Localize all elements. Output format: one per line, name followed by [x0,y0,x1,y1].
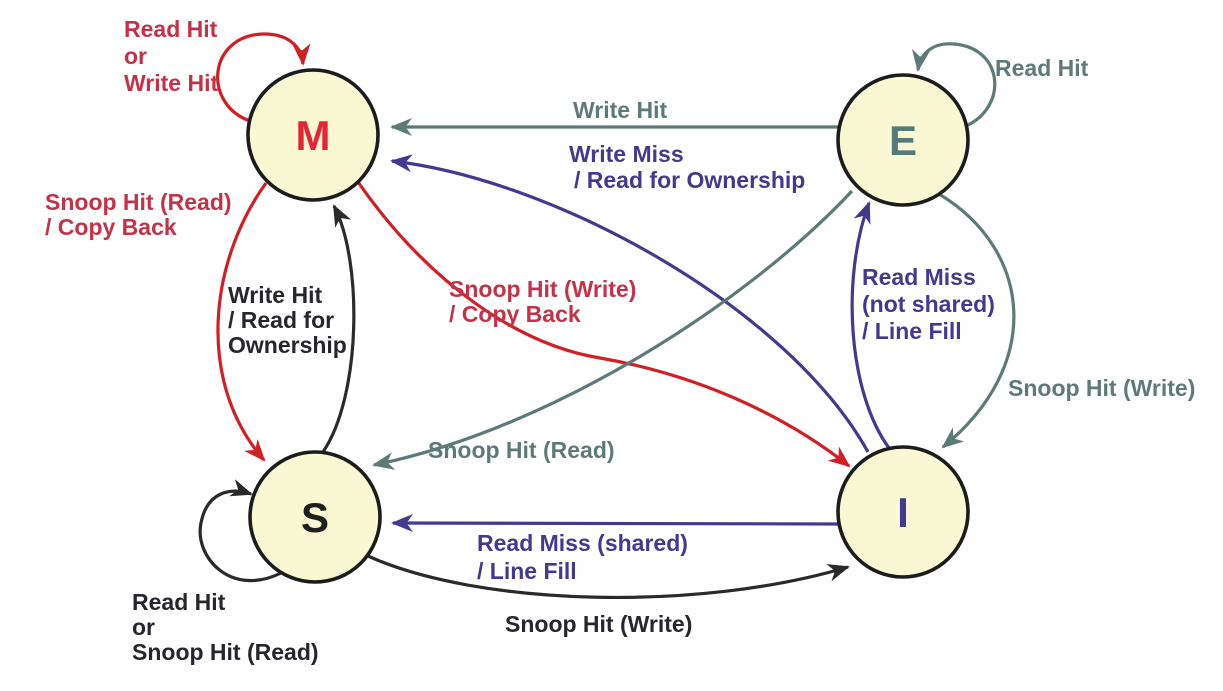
label-line: (not shared) [862,291,995,317]
arrow-e-to-s [372,189,854,470]
label-m-self-loop: Read Hit or Write Hit [124,16,218,96]
label-line: / Line Fill [862,318,962,344]
label-line: / Line Fill [477,558,577,584]
state-label-m: M [296,112,331,159]
label-line: Snoop Hit (Read) [45,189,232,215]
state-nodes: M E S I [246,68,970,584]
label-line: Read Hit [124,16,218,42]
label-s-self-loop: Read Hit or Snoop Hit (Read) [132,589,319,665]
arrow-m-to-i [356,181,851,468]
label-line: Snoop Hit (Write) [505,611,692,637]
arrow-i-to-s [391,514,839,533]
state-node-i [836,445,970,579]
transition-labels: Read Hit or Write Hit Read Hit Write Hit… [45,16,1195,665]
arrow-i-to-m [390,154,870,453]
state-node-s [248,450,382,584]
arrow-s-to-i [367,554,850,599]
label-line: Ownership [228,332,347,358]
label-line: Snoop Hit (Read) [132,639,319,665]
label-e-to-i: Snoop Hit (Write) [1008,375,1195,401]
label-line: Snoop Hit (Write) [449,276,636,302]
label-s-to-m: Write Hit / Read for Ownership [228,282,347,358]
arrow-s-to-m [321,204,356,453]
state-node-m [246,68,380,202]
arrow-s-self-loop [198,479,282,583]
label-line: / Copy Back [449,301,581,327]
label-e-to-s: Snoop Hit (Read) [428,437,615,463]
label-line: Read Miss [862,264,976,290]
label-e-to-m: Write Hit [573,97,667,123]
label-line: Snoop Hit (Read) [428,437,615,463]
label-m-to-s: Snoop Hit (Read) / Copy Back [45,189,232,240]
label-line: Write Miss [569,141,684,167]
label-m-to-i: Snoop Hit (Write) / Copy Back [449,276,636,327]
arrow-i-to-e [850,201,891,449]
label-s-to-i: Snoop Hit (Write) [505,611,692,637]
state-label-s: S [301,494,329,541]
transition-arrows [198,32,1016,599]
state-label-i: I [897,489,909,536]
state-node-e [836,73,970,207]
state-label-e: E [889,117,917,164]
label-line: Write Hit [228,282,322,308]
label-line: or [124,43,147,69]
label-line: / Read for Ownership [574,167,805,193]
label-line: Read Hit [995,55,1089,81]
arrow-m-to-s [216,182,268,462]
arrow-e-to-i [938,192,1016,449]
label-line: / Copy Back [45,214,177,240]
label-line: Write Hit [124,70,218,96]
label-line: or [132,614,155,640]
label-line: Write Hit [573,97,667,123]
label-i-to-e: Read Miss (not shared) / Line Fill [862,264,995,344]
label-line: / Read for [228,307,334,333]
arrow-e-self-loop [911,42,997,128]
label-i-to-s: Read Miss (shared) / Line Fill [477,530,688,584]
label-line: Read Hit [132,589,226,615]
label-line: Snoop Hit (Write) [1008,375,1195,401]
label-line: Read Miss (shared) [477,530,688,556]
label-e-self-loop: Read Hit [995,55,1089,81]
arrow-m-self-loop [216,32,311,123]
label-i-to-m: Write Miss / Read for Ownership [569,141,805,193]
